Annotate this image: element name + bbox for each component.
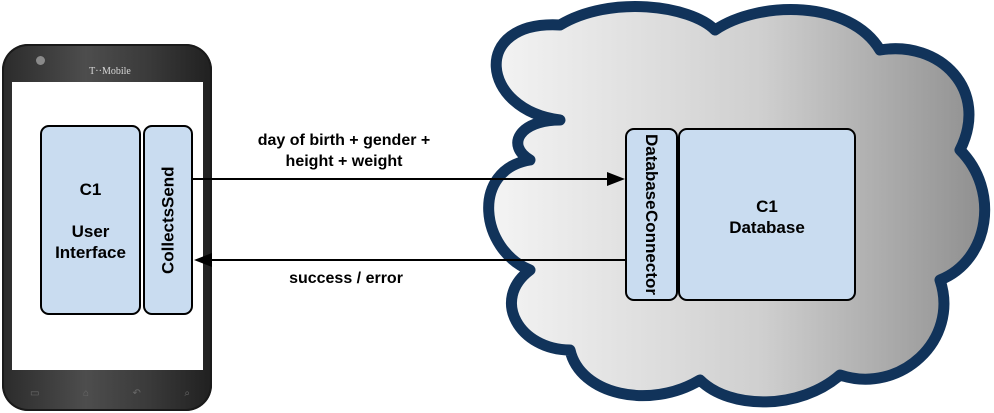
request-label: day of birth + gender + height + weight xyxy=(214,130,474,172)
ui-line-3: Interface xyxy=(55,243,126,262)
database-connector-label: Database Connector xyxy=(625,128,678,301)
menu-key-icon: ▭ xyxy=(30,388,40,399)
response-label: success / error xyxy=(289,270,403,287)
search-key-icon: ⌕ xyxy=(184,388,190,399)
db-line-1: C1 xyxy=(756,197,778,216)
response-arrow xyxy=(194,253,625,267)
request-label-line-2: height + weight xyxy=(285,153,403,170)
db-line-2: Database xyxy=(729,218,805,237)
home-key-icon: ⌂ xyxy=(82,388,89,399)
database-label: C1 Database xyxy=(678,196,856,238)
dc-line-1: Database xyxy=(642,134,661,210)
phone-nav-keys: ▭ ⌂ ↶ ⌕ xyxy=(30,388,190,400)
database-box xyxy=(678,128,856,301)
request-label-line-1: day of birth + gender + xyxy=(257,132,431,149)
carrier-logo: T··Mobile xyxy=(89,66,131,77)
request-arrow xyxy=(193,172,625,186)
dc-line-2: Connector xyxy=(642,209,661,295)
user-interface-label: C1 User Interface xyxy=(40,179,141,263)
camera-icon xyxy=(36,56,45,65)
user-interface-box xyxy=(40,125,141,315)
database-connector-box xyxy=(625,128,678,301)
ui-line-1: C1 xyxy=(79,180,102,199)
ui-line-2: User xyxy=(71,222,110,241)
collects-send-box xyxy=(143,125,193,315)
back-key-icon: ↶ xyxy=(132,388,141,399)
